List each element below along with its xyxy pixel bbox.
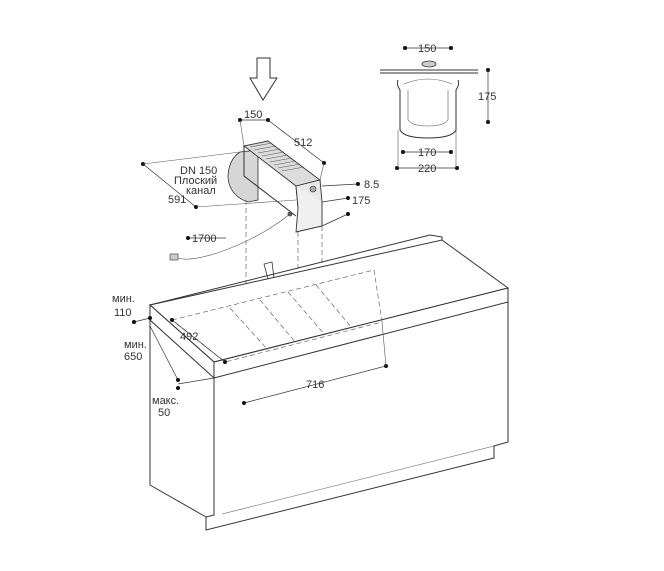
min-label-2: мин. [124,339,147,351]
top-outer-label: 220 [418,163,436,175]
cutout-depth-label: 492 [180,331,198,343]
unit-length-label: 512 [294,137,312,149]
max-label: макс. [152,395,179,407]
flat-channel-label-1: Плоский [174,175,217,187]
min-label-1: мин. [112,293,135,305]
unit-dimensions: 150 512 591 8.5 175 1700 [141,109,379,245]
min-value-2: 650 [124,351,142,363]
unit-height-label: 175 [352,195,370,207]
down-arrow-icon [249,57,278,101]
duct-label: DN 150 [180,165,217,177]
downdraft-unit [169,140,323,261]
duct-length-label: 591 [168,194,186,206]
offset-label: 8.5 [364,179,379,191]
unit-width-label: 150 [244,109,262,121]
cabinet [148,234,510,531]
cabinet-dimensions: 492 716 мин. 110 мин. 650 макс. 50 [112,293,388,419]
profile-detail: 150 175 170 220 [380,43,496,175]
max-value: 50 [158,407,170,419]
top-height-label: 175 [478,91,496,103]
flat-channel-label-2: канал [186,185,216,197]
top-inner-label: 170 [418,147,436,159]
top-width-label: 150 [418,43,436,55]
cutout-width-label: 716 [306,379,324,391]
min-value-1: 110 [114,307,132,319]
cable-length-label: 1700 [192,233,216,245]
